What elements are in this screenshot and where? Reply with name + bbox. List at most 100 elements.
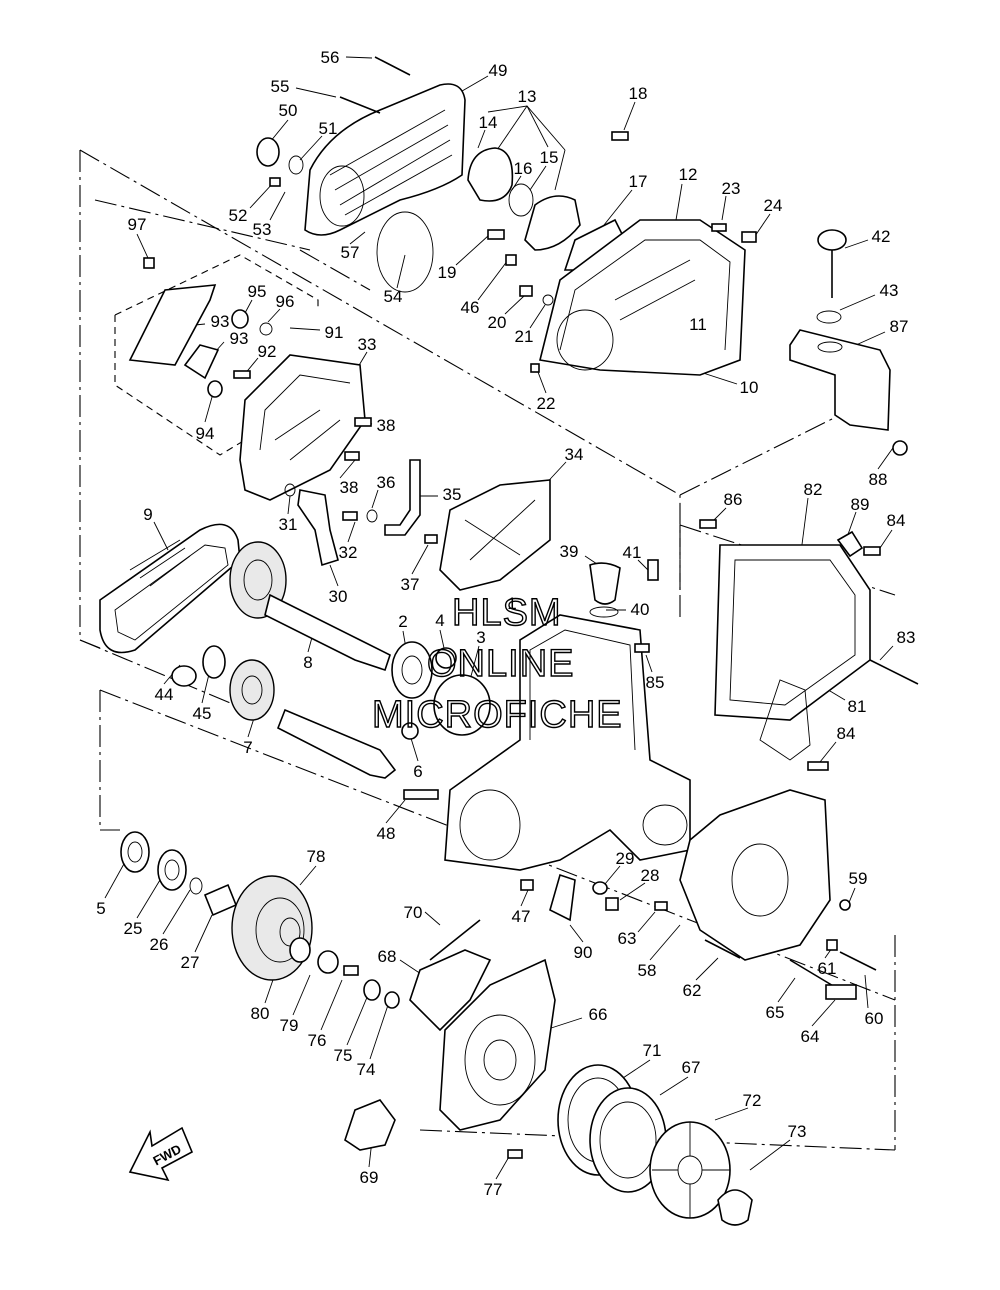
callout-59: 59 (849, 869, 868, 888)
right-housing-gasket (699, 519, 919, 771)
oil-filler-cap (816, 229, 847, 324)
callout-9: 9 (143, 505, 152, 524)
callout-6: 6 (413, 762, 422, 781)
callout-46: 46 (461, 298, 480, 317)
callout-17: 17 (629, 172, 648, 191)
callout-36: 36 (377, 473, 396, 492)
callout-25: 25 (124, 919, 143, 938)
callout-77: 77 (484, 1180, 503, 1199)
plate-34 (439, 479, 551, 591)
callout-69: 69 (360, 1168, 379, 1187)
callout-93: 93 (211, 312, 230, 331)
transmission-case (403, 559, 691, 922)
callout-85: 85 (646, 673, 665, 692)
callout-56: 56 (321, 48, 340, 67)
pump-and-crankcase-cover (467, 131, 757, 376)
callout-2: 2 (398, 612, 407, 631)
callout-37: 37 (401, 575, 420, 594)
watermark-line2: ONLINE (427, 643, 574, 685)
callout-95: 95 (248, 282, 267, 301)
callout-32: 32 (339, 543, 358, 562)
lower-bearings-and-pulley (120, 831, 400, 1009)
drive-belt (99, 523, 241, 654)
callout-68: 68 (378, 947, 397, 966)
left-housing-33 (128, 257, 372, 501)
callout-63: 63 (618, 929, 637, 948)
callout-75: 75 (334, 1046, 353, 1065)
bracket-87 (789, 329, 908, 456)
callout-82: 82 (804, 480, 823, 499)
callout-86: 86 (724, 490, 743, 509)
callout-7: 7 (243, 738, 252, 757)
callout-89: 89 (851, 495, 870, 514)
callout-15: 15 (540, 148, 559, 167)
callout-31: 31 (279, 515, 298, 534)
callout-91: 91 (325, 323, 344, 342)
callout-1: 1 (507, 594, 516, 613)
callout-76: 76 (308, 1031, 327, 1050)
callout-13: 13 (518, 87, 537, 106)
callout-44: 44 (155, 685, 174, 704)
watermark-line1: HLSM (452, 592, 562, 634)
callout-97: 97 (128, 215, 147, 234)
callout-12: 12 (679, 165, 698, 184)
callout-61: 61 (818, 959, 837, 978)
callout-96: 96 (276, 292, 295, 311)
callout-38: 38 (377, 416, 396, 435)
callout-34: 34 (565, 445, 584, 464)
callout-78: 78 (307, 847, 326, 866)
breather-hose (284, 459, 438, 567)
callout-73: 73 (788, 1122, 807, 1141)
callout-57: 57 (341, 243, 360, 262)
callout-92: 92 (258, 342, 277, 361)
callout-80: 80 (251, 1004, 270, 1023)
callout-28: 28 (641, 866, 660, 885)
callout-43: 43 (880, 281, 899, 300)
callout-58: 58 (638, 961, 657, 980)
watermark-line3: MICROFICHE (372, 694, 623, 736)
callout-64: 64 (801, 1027, 820, 1046)
callout-29: 29 (616, 849, 635, 868)
callout-81: 81 (848, 697, 867, 716)
callout-16: 16 (514, 159, 533, 178)
callout-47: 47 (512, 907, 531, 926)
callout-53: 53 (253, 220, 272, 239)
callout-55: 55 (271, 77, 290, 96)
callout-84: 84 (837, 724, 856, 743)
callout-88: 88 (869, 470, 888, 489)
callout-62: 62 (683, 981, 702, 1000)
callout-18: 18 (629, 84, 648, 103)
callout-10: 10 (740, 378, 759, 397)
callout-35: 35 (443, 485, 462, 504)
callout-66: 66 (589, 1005, 608, 1024)
primary-shaft-and-gears (171, 541, 491, 779)
callout-5: 5 (96, 899, 105, 918)
rear-case-58 (654, 789, 877, 1000)
callout-72: 72 (743, 1091, 762, 1110)
callout-54: 54 (384, 287, 403, 306)
callout-27: 27 (181, 953, 200, 972)
clutch-cover-66 (344, 919, 556, 1159)
callout-51: 51 (319, 119, 338, 138)
callout-84: 84 (887, 511, 906, 530)
callout-48: 48 (377, 824, 396, 843)
callout-24: 24 (764, 196, 783, 215)
callout-87: 87 (890, 317, 909, 336)
callout-19: 19 (438, 263, 457, 282)
watermark: HLSM ONLINE MICROFICHE (371, 591, 623, 736)
callout-41: 41 (623, 543, 642, 562)
callout-79: 79 (280, 1016, 299, 1035)
callout-42: 42 (872, 227, 891, 246)
callout-21: 21 (515, 327, 534, 346)
callout-30: 30 (329, 587, 348, 606)
callout-50: 50 (279, 101, 298, 120)
callout-83: 83 (897, 628, 916, 647)
callout-33: 33 (358, 335, 377, 354)
callout-39: 39 (560, 542, 579, 561)
callout-45: 45 (193, 704, 212, 723)
callout-14: 14 (479, 113, 498, 132)
callout-4: 4 (435, 611, 444, 630)
callout-93: 93 (230, 329, 249, 348)
